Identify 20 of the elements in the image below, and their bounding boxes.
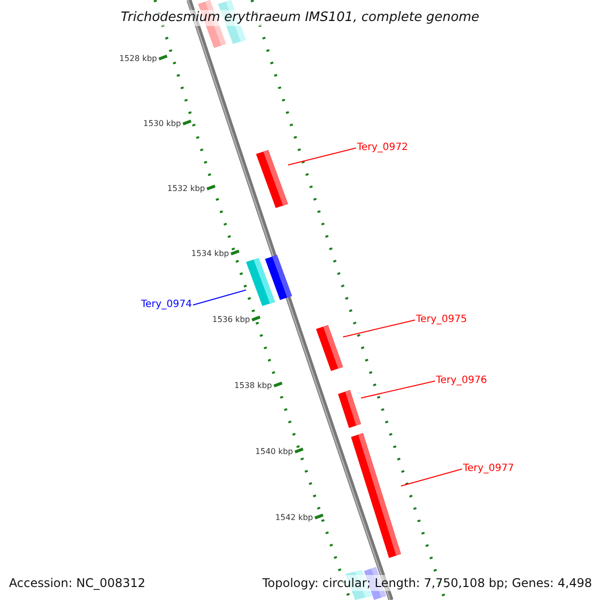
scale-label: 1540 kbp xyxy=(254,447,293,457)
scale-label: 1532 kbp xyxy=(166,184,205,194)
leader-line xyxy=(288,148,356,166)
accession-note: Accession: NC_008312 xyxy=(9,575,146,591)
scale-label: 1536 kbp xyxy=(211,315,250,325)
gene-label: Tery_0975 xyxy=(416,313,468,327)
gene-label: Tery_0974 xyxy=(140,298,192,312)
leader-line xyxy=(360,380,436,398)
leader-line xyxy=(342,320,416,338)
genome-summary: Topology: circular; Length: 7,750,108 bp; Genes: 4,498 xyxy=(262,575,592,591)
gene-label: Tery_0972 xyxy=(357,141,410,155)
leader-line xyxy=(192,290,246,306)
scale-label: 1528 kbp xyxy=(118,54,157,64)
scale-label: 1534 kbp xyxy=(190,249,229,259)
scale-label: 1538 kbp xyxy=(233,381,272,391)
scale-label: 1530 kbp xyxy=(142,119,181,129)
scale-label: 1542 kbp xyxy=(274,513,313,523)
gene-label: Tery_0976 xyxy=(436,374,488,388)
gene-label: Tery_0977 xyxy=(463,462,516,476)
leader-line xyxy=(400,468,462,486)
